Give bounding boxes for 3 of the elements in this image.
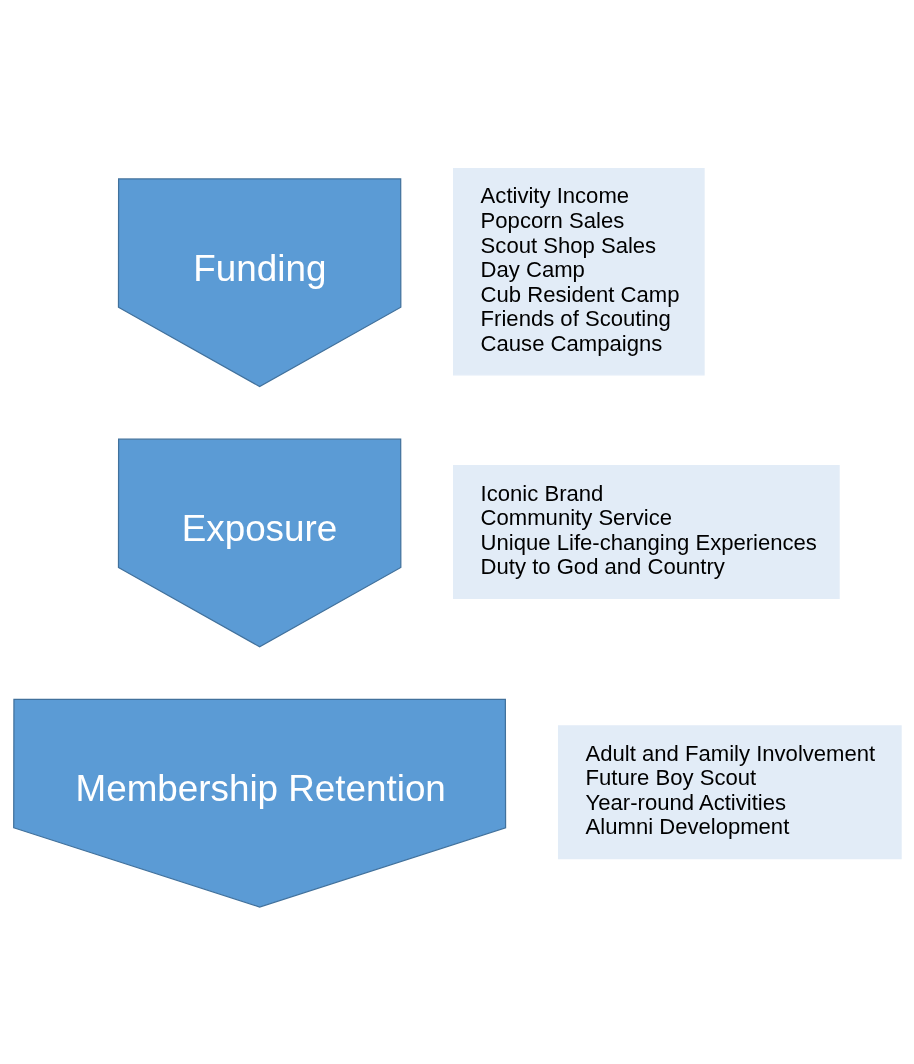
node-box: Adult and Family Involvement Future Boy Scout Year-round Activities Alumni Development [557,725,902,860]
node-box: Activity Income Popcorn Sales Scout Shop Sales Day Camp Cub Resident Camp Friends of Scouting Cause Campaigns [452,168,705,376]
node-box: Iconic Brand Community Service Unique Life-changing Experiences Duty to God and Country [452,465,840,599]
